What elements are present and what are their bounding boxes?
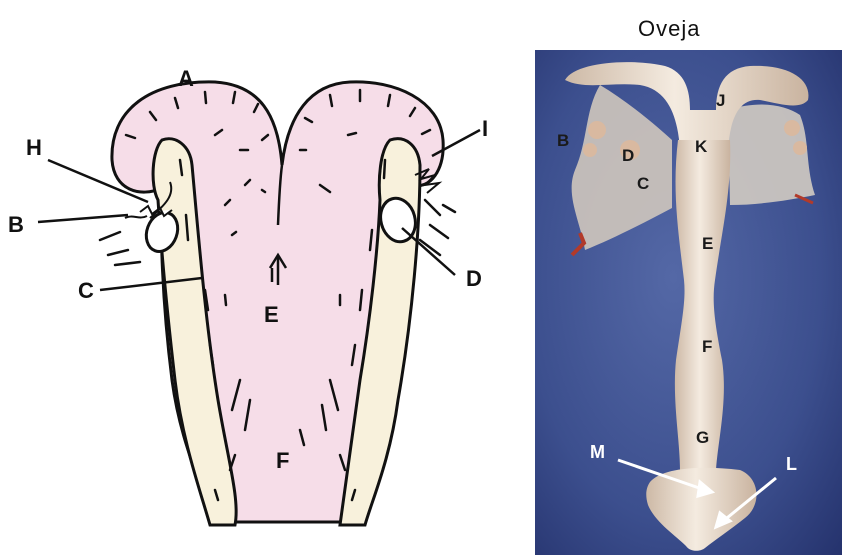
label-h: H [26, 135, 42, 160]
photo-label-m: M [590, 442, 605, 462]
label-d: D [466, 266, 482, 291]
label-b: B [8, 212, 24, 237]
photo-label-l: L [786, 454, 797, 474]
photo-label-f: F [702, 337, 712, 356]
uterus-schematic: A H B C E F D I [8, 66, 488, 525]
photo-label-g: G [696, 428, 709, 447]
label-e: E [264, 302, 279, 327]
label-a: A [178, 66, 194, 91]
label-f: F [276, 448, 289, 473]
label-i: I [482, 116, 488, 141]
photo-label-e: E [702, 234, 713, 253]
photo-label-k: K [695, 137, 708, 156]
photo-label-d: D [622, 146, 634, 165]
photo-label-b: B [557, 131, 569, 150]
photo-label-j: J [716, 91, 725, 110]
photo-label-c: C [637, 174, 649, 193]
photo-title: Oveja [638, 16, 700, 41]
sheep-photo-panel: Oveja J B K D C E F [535, 16, 842, 555]
label-c: C [78, 278, 94, 303]
